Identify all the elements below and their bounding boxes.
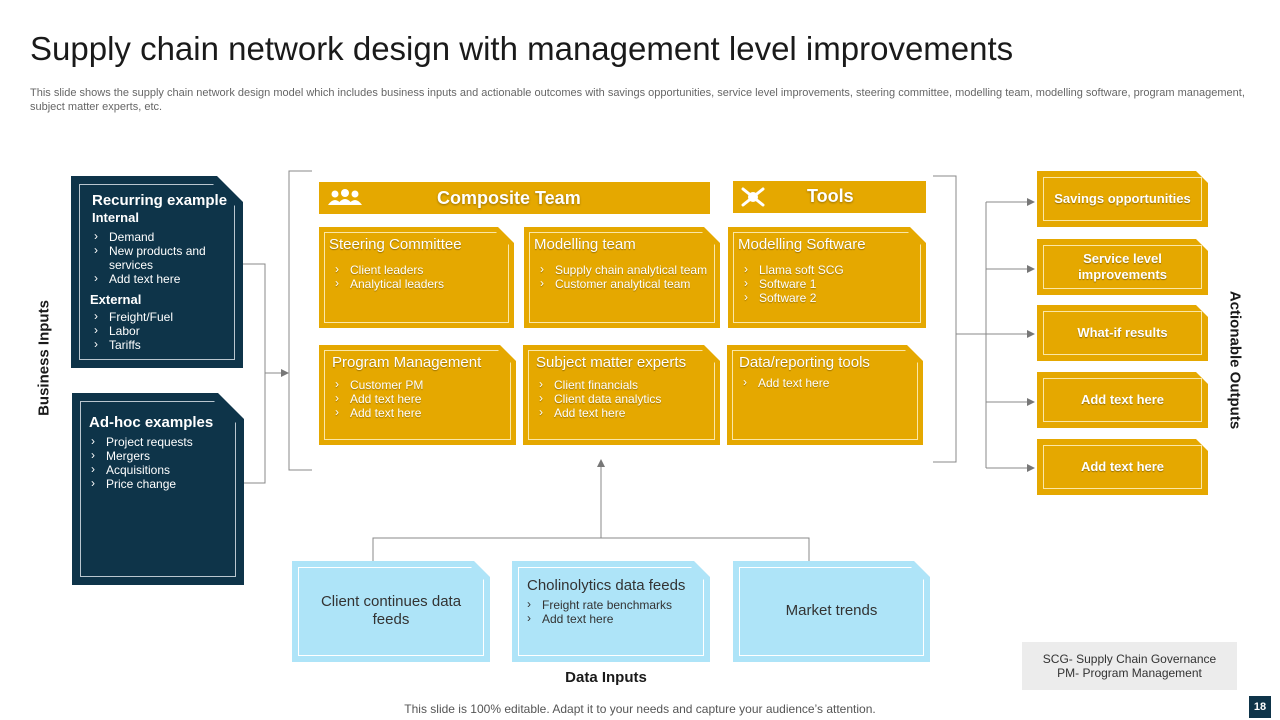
- list-item: Mergers: [89, 449, 229, 463]
- program-management-card: Program Management Customer PM Add text …: [319, 345, 516, 445]
- card-list: Client leaders Analytical leaders: [333, 263, 504, 291]
- list-item: Client data analytics: [537, 392, 710, 406]
- list-item: Llama soft SCG: [742, 263, 916, 277]
- output-service-level-improvements: Service level improvements: [1037, 239, 1208, 295]
- actionable-outputs-label: Actionable Outputs: [1226, 290, 1244, 430]
- list-item: Project requests: [89, 435, 229, 449]
- recurring-title: Recurring example Internal: [92, 192, 228, 225]
- recurring-examples-card: Recurring example Internal Demand New pr…: [71, 176, 243, 368]
- slide-title: Supply chain network design with managem…: [30, 30, 1014, 67]
- legend-line: PM- Program Management: [1057, 666, 1202, 680]
- steering-committee-card: Steering Committee Client leaders Analyt…: [319, 227, 514, 328]
- external-label: External: [90, 292, 142, 307]
- internal-list: Demand New products and services Add tex…: [92, 230, 232, 286]
- card-title: Steering Committee: [329, 236, 462, 253]
- external-list: Freight/Fuel Labor Tariffs: [92, 310, 232, 352]
- list-item: Software 1: [742, 277, 916, 291]
- list-item: Supply chain analytical team: [538, 263, 710, 277]
- cholinolytics-data-feeds-card: Cholinolytics data feeds Freight rate be…: [512, 561, 710, 662]
- output-add-text-1: Add text here: [1037, 372, 1208, 428]
- list-item: Analytical leaders: [333, 277, 504, 291]
- composite-team-header: Composite Team: [319, 182, 710, 214]
- card-title: Cholinolytics data feeds: [527, 577, 686, 594]
- data-reporting-tools-card: Data/reporting tools Add text here: [727, 345, 923, 445]
- card-title: Modelling Software: [738, 236, 866, 253]
- market-trends-card: Market trends: [733, 561, 930, 662]
- footer-note: This slide is 100% editable. Adapt it to…: [404, 702, 876, 716]
- card-title: Subject matter experts: [536, 354, 687, 371]
- output-add-text-2: Add text here: [1037, 439, 1208, 495]
- abbreviation-legend: SCG- Supply Chain Governance PM- Program…: [1022, 642, 1237, 690]
- list-item: Customer analytical team: [538, 277, 710, 291]
- list-item: Labor: [92, 324, 232, 338]
- composite-team-label: Composite Team: [437, 188, 581, 208]
- legend-line: SCG- Supply Chain Governance: [1042, 652, 1217, 666]
- list-item: Freight rate benchmarks: [525, 598, 695, 612]
- slide-subtitle: This slide shows the supply chain networ…: [30, 87, 1245, 113]
- list-item: Software 2: [742, 291, 916, 305]
- list-item: Add text here: [537, 406, 710, 420]
- tools-label: Tools: [807, 186, 854, 206]
- adhoc-list: Project requests Mergers Acquisitions Pr…: [89, 435, 229, 491]
- list-item: Add text here: [92, 272, 232, 286]
- list-item: Tariffs: [92, 338, 232, 352]
- list-item: Acquisitions: [89, 463, 229, 477]
- card-list: Client financials Client data analytics …: [537, 378, 710, 420]
- list-item: Price change: [89, 477, 229, 491]
- team-icon: [327, 188, 363, 213]
- modelling-software-card: Modelling Software Llama soft SCG Softwa…: [728, 227, 926, 328]
- list-item: Add text here: [333, 406, 506, 420]
- list-item: New products and services: [92, 244, 232, 272]
- internal-label: Internal: [92, 210, 139, 225]
- card-title: Client continues data feeds: [320, 593, 462, 628]
- modelling-team-card: Modelling team Supply chain analytical t…: [524, 227, 720, 328]
- adhoc-title: Ad-hoc examples: [89, 414, 214, 431]
- subject-matter-experts-card: Subject matter experts Client financials…: [523, 345, 720, 445]
- list-item: Demand: [92, 230, 232, 244]
- output-what-if-results: What-if results: [1037, 305, 1208, 361]
- card-list: Llama soft SCG Software 1 Software 2: [742, 263, 916, 305]
- list-item: Add text here: [741, 376, 913, 390]
- card-list: Supply chain analytical team Customer an…: [538, 263, 710, 291]
- client-data-feeds-card: Client continues data feeds: [292, 561, 490, 662]
- output-savings-opportunities: Savings opportunities: [1037, 171, 1208, 227]
- list-item: Add text here: [525, 612, 695, 626]
- data-inputs-label: Data Inputs: [565, 669, 647, 686]
- list-item: Freight/Fuel: [92, 310, 232, 324]
- page-number: 18: [1249, 696, 1271, 718]
- card-list: Freight rate benchmarks Add text here: [525, 598, 695, 626]
- list-item: Client leaders: [333, 263, 504, 277]
- card-list: Add text here: [741, 376, 913, 390]
- list-item: Client financials: [537, 378, 710, 392]
- card-title: Program Management: [332, 354, 482, 371]
- tools-header: Tools: [733, 181, 926, 213]
- card-title: Market trends: [785, 602, 878, 619]
- card-title: Modelling team: [534, 236, 636, 253]
- business-inputs-label: Business Inputs: [35, 300, 53, 416]
- list-item: Customer PM: [333, 378, 506, 392]
- adhoc-examples-card: Ad-hoc examples Project requests Mergers…: [72, 393, 244, 585]
- card-list: Customer PM Add text here Add text here: [333, 378, 506, 420]
- tools-icon: [739, 186, 767, 213]
- card-title: Data/reporting tools: [739, 354, 870, 371]
- list-item: Add text here: [333, 392, 506, 406]
